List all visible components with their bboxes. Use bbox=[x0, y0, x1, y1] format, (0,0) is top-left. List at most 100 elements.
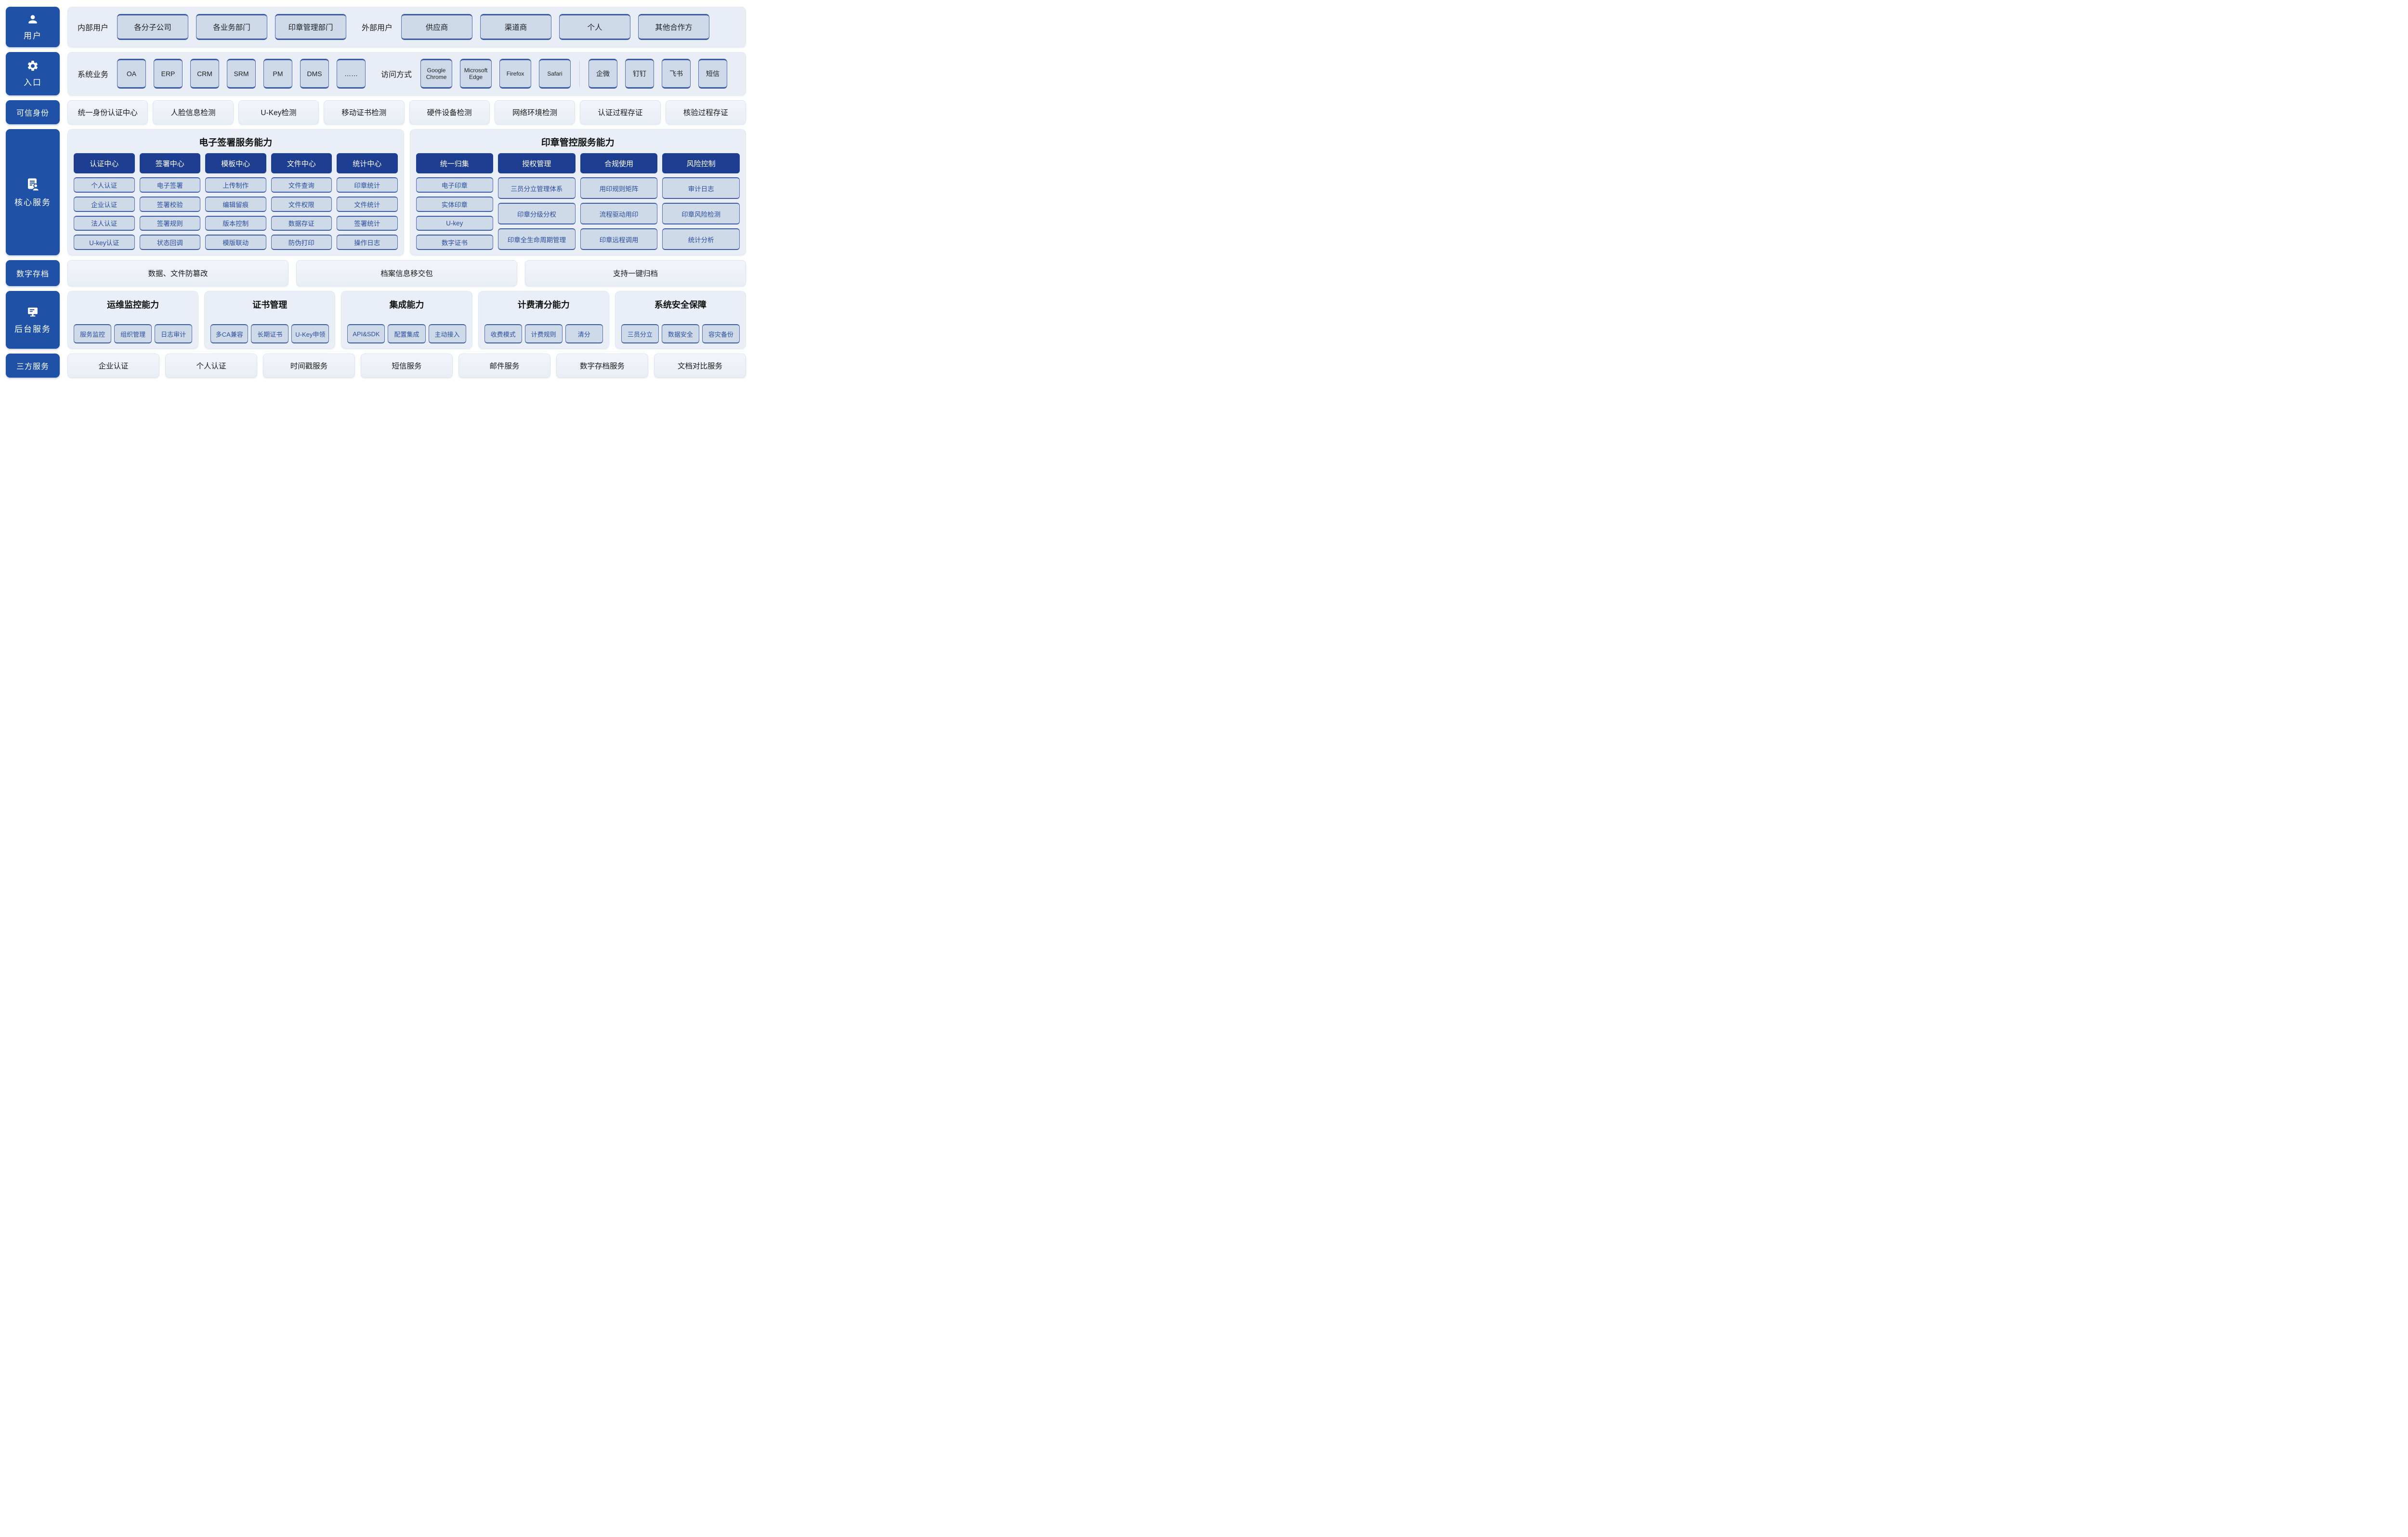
system-chip: OA bbox=[117, 59, 146, 89]
backend-chips: 服务监控组织管理日志审计 bbox=[74, 324, 193, 343]
group-label-external-users: 外部用户 bbox=[362, 24, 393, 32]
backend-chip: 多CA兼容 bbox=[210, 324, 249, 343]
service-item: 模版联动 bbox=[205, 235, 266, 250]
column-header: 签署中心 bbox=[139, 153, 200, 173]
identity-box: 硬件设备检测 bbox=[409, 100, 490, 124]
archive-box: 数据、文件防篡改 bbox=[67, 260, 288, 286]
backend-chip: 数据安全 bbox=[661, 324, 699, 343]
sidebar-label: 可信身份 bbox=[16, 109, 49, 118]
app-chip: 钉钉 bbox=[625, 59, 654, 89]
row-digital-archive: 数字存档 数据、文件防篡改档案信息移交包支持一键归档 bbox=[6, 260, 746, 286]
column-items: 文件查询文件权限数据存证防伪打印 bbox=[271, 177, 332, 250]
user-chip: 供应商 bbox=[401, 14, 473, 40]
backend-chip: 容灾备份 bbox=[702, 324, 740, 343]
browser-chip: Microsoft Edge bbox=[460, 59, 492, 89]
panel-title: 系统安全保障 bbox=[654, 300, 707, 310]
system-chip: ERP bbox=[154, 59, 183, 89]
service-item: 操作日志 bbox=[337, 235, 398, 250]
backend-chip: 清分 bbox=[565, 324, 603, 343]
browser-chip: Safari bbox=[539, 59, 571, 89]
system-chip: …… bbox=[337, 59, 366, 89]
column-items: 用印规则矩阵流程驱动用印印章远程调用 bbox=[580, 177, 658, 250]
service-column: 合规使用 用印规则矩阵流程驱动用印印章远程调用 bbox=[580, 153, 658, 250]
sidebar-item-thirdparty-services: 三方服务 bbox=[6, 354, 60, 378]
sidebar-label: 入口 bbox=[24, 78, 42, 87]
system-chip: CRM bbox=[190, 59, 220, 89]
backend-chip: 三员分立 bbox=[621, 324, 659, 343]
service-item: 文件统计 bbox=[337, 196, 398, 212]
column-items: 印章统计文件统计签署统计操作日志 bbox=[337, 177, 398, 250]
service-column: 统计中心 印章统计文件统计签署统计操作日志 bbox=[337, 153, 398, 250]
service-column: 签署中心 电子签署签署校验签署规则状态回调 bbox=[139, 153, 200, 250]
sidebar-label: 三方服务 bbox=[16, 363, 49, 371]
sidebar-label: 核心服务 bbox=[14, 198, 51, 207]
document-user-icon bbox=[25, 177, 40, 192]
service-item: 印章远程调用 bbox=[580, 228, 658, 250]
service-column: 模板中心 上传制作编辑留痕版本控制模版联动 bbox=[205, 153, 266, 250]
group-label-system-business: 系统业务 bbox=[78, 71, 109, 79]
browser-chip: Google Chrome bbox=[420, 59, 453, 89]
column-items: 上传制作编辑留痕版本控制模版联动 bbox=[205, 177, 266, 250]
thirdparty-box: 个人认证 bbox=[165, 354, 257, 378]
service-item: 电子印章 bbox=[416, 177, 494, 193]
sidebar-item-users: 用户 bbox=[6, 7, 60, 47]
identity-box: 统一身份认证中心 bbox=[67, 100, 148, 124]
thirdparty-box: 时间戳服务 bbox=[263, 354, 355, 378]
identity-box: 认证过程存证 bbox=[580, 100, 661, 124]
column-header: 风险控制 bbox=[662, 153, 740, 173]
user-chip: 各业务部门 bbox=[196, 14, 268, 40]
identity-box: U-Key检测 bbox=[238, 100, 319, 124]
system-chip: PM bbox=[263, 59, 293, 89]
divider bbox=[579, 60, 580, 87]
user-chip: 各分子公司 bbox=[117, 14, 189, 40]
service-item: 印章风险检测 bbox=[662, 203, 740, 224]
backend-chip: 长期证书 bbox=[251, 324, 289, 343]
backend-chip: 主动接入 bbox=[428, 324, 466, 343]
service-item: 数据存证 bbox=[271, 215, 332, 231]
panel-title: 运维监控能力 bbox=[107, 300, 159, 310]
service-item: 个人认证 bbox=[74, 177, 135, 193]
sidebar-label: 数字存档 bbox=[16, 270, 49, 278]
thirdparty-box: 数字存档服务 bbox=[556, 354, 648, 378]
column-header: 认证中心 bbox=[74, 153, 135, 173]
monitor-icon bbox=[26, 305, 39, 319]
backend-chip: 收费模式 bbox=[484, 324, 522, 343]
service-item: 统计分析 bbox=[662, 228, 740, 250]
internal-user-chips: 各分子公司各业务部门印章管理部门 bbox=[117, 14, 347, 40]
group-label-internal-users: 内部用户 bbox=[78, 24, 109, 32]
seal-platform-architecture-diagram: 用户 内部用户 各分子公司各业务部门印章管理部门 外部用户 供应商渠道商个人其他… bbox=[0, 0, 752, 384]
service-item: 编辑留痕 bbox=[205, 196, 266, 212]
backend-chip: API&SDK bbox=[347, 324, 385, 343]
system-chip: DMS bbox=[300, 59, 329, 89]
app-chip: 企微 bbox=[589, 59, 618, 89]
service-item: 版本控制 bbox=[205, 215, 266, 231]
archive-boxes: 数据、文件防篡改档案信息移交包支持一键归档 bbox=[67, 260, 746, 286]
service-item: 三员分立管理体系 bbox=[498, 177, 576, 199]
service-item: 用印规则矩阵 bbox=[580, 177, 658, 199]
service-item: 实体印章 bbox=[416, 196, 494, 212]
service-item: 电子签署 bbox=[139, 177, 200, 193]
service-item: 状态回调 bbox=[139, 235, 200, 250]
service-item: U-key认证 bbox=[74, 235, 135, 250]
row-backend-services: 后台服务 运维监控能力 服务监控组织管理日志审计 证书管理 bbox=[6, 291, 746, 349]
user-icon bbox=[26, 13, 39, 26]
app-chip: 短信 bbox=[698, 59, 728, 89]
service-item: 印章全生命周期管理 bbox=[498, 228, 576, 250]
backend-chip: 服务监控 bbox=[74, 324, 112, 343]
sidebar-label: 后台服务 bbox=[14, 325, 51, 334]
backend-chip: 计费规则 bbox=[524, 324, 563, 343]
service-column: 风险控制 审计日志印章风险检测统计分析 bbox=[662, 153, 740, 250]
panel-title: 印章管控服务能力 bbox=[541, 138, 615, 148]
service-item: 审计日志 bbox=[662, 177, 740, 199]
service-item: 文件查询 bbox=[271, 177, 332, 193]
